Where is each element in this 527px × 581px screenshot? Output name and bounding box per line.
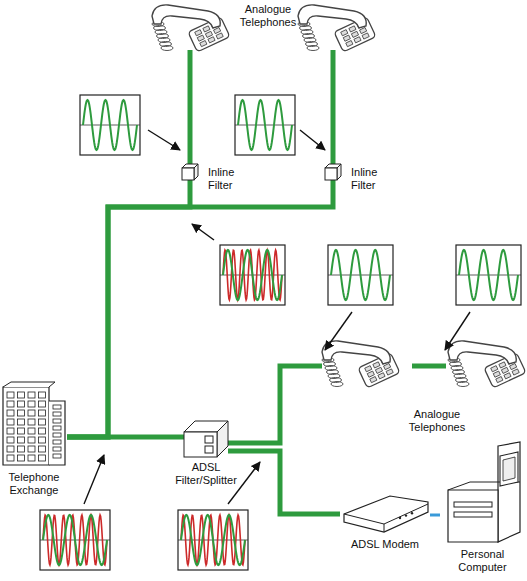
phone-line (67, 435, 184, 440)
telephone-icon (322, 341, 400, 388)
phone-group-label: Analogue Telephones (392, 408, 482, 434)
waveform-display (220, 245, 285, 305)
pointer-arrow (148, 130, 180, 150)
adsl-modem-icon (340, 488, 430, 534)
pointer-arrow (325, 312, 352, 350)
telephone-exchange: Telephone Exchange (1, 381, 67, 497)
node-label: Inline Filter (351, 166, 391, 192)
phone-wire (331, 50, 336, 165)
node-label: ADSL Modem (340, 538, 430, 551)
pointer-arrow (445, 312, 470, 350)
telephone-icon (298, 5, 376, 52)
adsl-splitter: ADSL Filter/Splitter (166, 421, 246, 487)
pointer-arrow (300, 130, 325, 150)
phone-wire (228, 366, 322, 443)
inline-filter-icon (325, 164, 341, 180)
node-label: ADSL Filter/Splitter (166, 461, 246, 487)
phone-line (67, 180, 333, 437)
adsl-modem: ADSL Modem (340, 488, 430, 551)
inline-filter-icon (182, 164, 198, 180)
pointer-arrow (84, 455, 104, 504)
waveform-display (328, 245, 393, 305)
phone-wire (188, 50, 193, 165)
waveform-display (456, 245, 521, 305)
personal-computer: Personal Computer (440, 442, 525, 574)
data-cable (430, 514, 440, 517)
personal-computer-icon (440, 442, 525, 544)
inline-filter: Inline Filter (182, 164, 248, 192)
telephone-exchange-icon (1, 381, 67, 467)
waveform-display (80, 95, 140, 155)
node-label: Inline Filter (208, 166, 248, 192)
inline-filter: Inline Filter (325, 164, 391, 192)
waveform-display (235, 95, 295, 155)
phone-line (67, 180, 190, 437)
pointer-arrow (192, 224, 214, 240)
telephone-icon (152, 5, 230, 52)
phone-line (228, 451, 340, 514)
adsl-splitter-icon (184, 421, 228, 457)
waveform-display (40, 510, 110, 570)
node-label: Telephone Exchange (1, 471, 67, 497)
phone-wire (412, 364, 446, 369)
phone-group-label: Analogue Telephones (228, 3, 308, 29)
telephone-icon (448, 341, 526, 388)
waveform-display (178, 510, 248, 570)
node-label: Personal Computer (440, 548, 525, 574)
